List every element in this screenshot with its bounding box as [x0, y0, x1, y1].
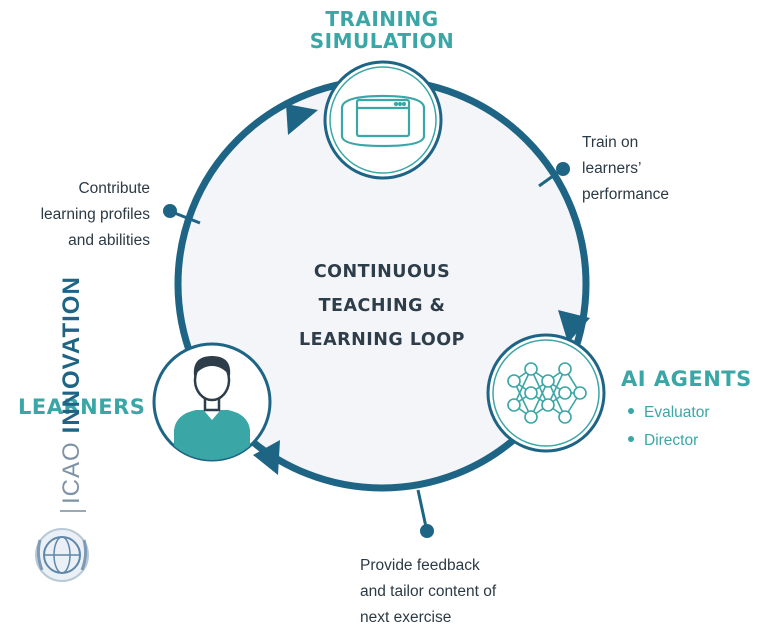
loop-arrowhead-top [286, 104, 318, 135]
training-simulation-title: TRAINING SIMULATION [284, 8, 480, 52]
train-annotation-line2: learners’ [582, 160, 642, 177]
ai-agent-item: Director [628, 427, 709, 455]
contribute-annotation-line1: Contribute [78, 180, 150, 197]
ai-agent-item-label: Evaluator [644, 404, 710, 421]
train-annotation: Train on learners’ performance [582, 130, 669, 208]
loop-arrowhead-right [558, 310, 590, 343]
connector-train [538, 162, 570, 188]
branding-org: ICAO [58, 441, 85, 504]
loop-center-line2: TEACHING & [318, 296, 446, 316]
neural-network-icon [507, 362, 587, 424]
contribute-annotation-line2: learning profiles [40, 206, 150, 223]
ai-agent-item-label: Director [644, 432, 699, 449]
feedback-annotation-line1: Provide feedback [360, 557, 480, 574]
ai-agent-item: Evaluator [628, 399, 709, 427]
ai-agents-list: Evaluator Director [628, 399, 709, 455]
contribute-annotation: Contribute learning profiles and abiliti… [0, 176, 150, 254]
train-annotation-line3: performance [582, 186, 670, 203]
loop-center-line1: CONTINUOUS [313, 262, 451, 282]
connector-contribute [163, 204, 201, 225]
training-simulation-title-line1: TRAINING [325, 7, 439, 31]
ai-agents-node [486, 333, 606, 453]
learners-node [152, 342, 272, 462]
loop-arrowhead-bottom [253, 440, 280, 475]
icao-innovation-branding: ICAO INNOVATION [58, 276, 86, 512]
branding-unit: INNOVATION [58, 276, 85, 434]
learners-title: LEARNERS [18, 395, 146, 419]
bullet-dot-icon [628, 407, 634, 414]
ai-agents-title: AI AGENTS [621, 367, 752, 391]
learner-avatar-icon [174, 356, 250, 460]
simulator-screen-icon [340, 94, 426, 148]
training-simulation-node [323, 60, 443, 180]
loop-center-line3: LEARNING LOOP [299, 330, 465, 350]
feedback-annotation-line3: next exercise [360, 609, 452, 626]
icao-emblem-icon [35, 528, 89, 582]
loop-center-title: CONTINUOUS TEACHING & LEARNING LOOP [262, 255, 502, 357]
feedback-annotation-line2: and tailor content of [360, 583, 497, 600]
connector-feedback [416, 489, 434, 538]
train-annotation-line1: Train on [582, 134, 639, 151]
contribute-annotation-line3: and abilities [68, 232, 150, 249]
feedback-annotation: Provide feedback and tailor content of n… [360, 553, 496, 631]
branding-divider [59, 510, 86, 512]
training-simulation-title-line2: SIMULATION [309, 29, 455, 53]
bullet-dot-icon [628, 435, 634, 442]
